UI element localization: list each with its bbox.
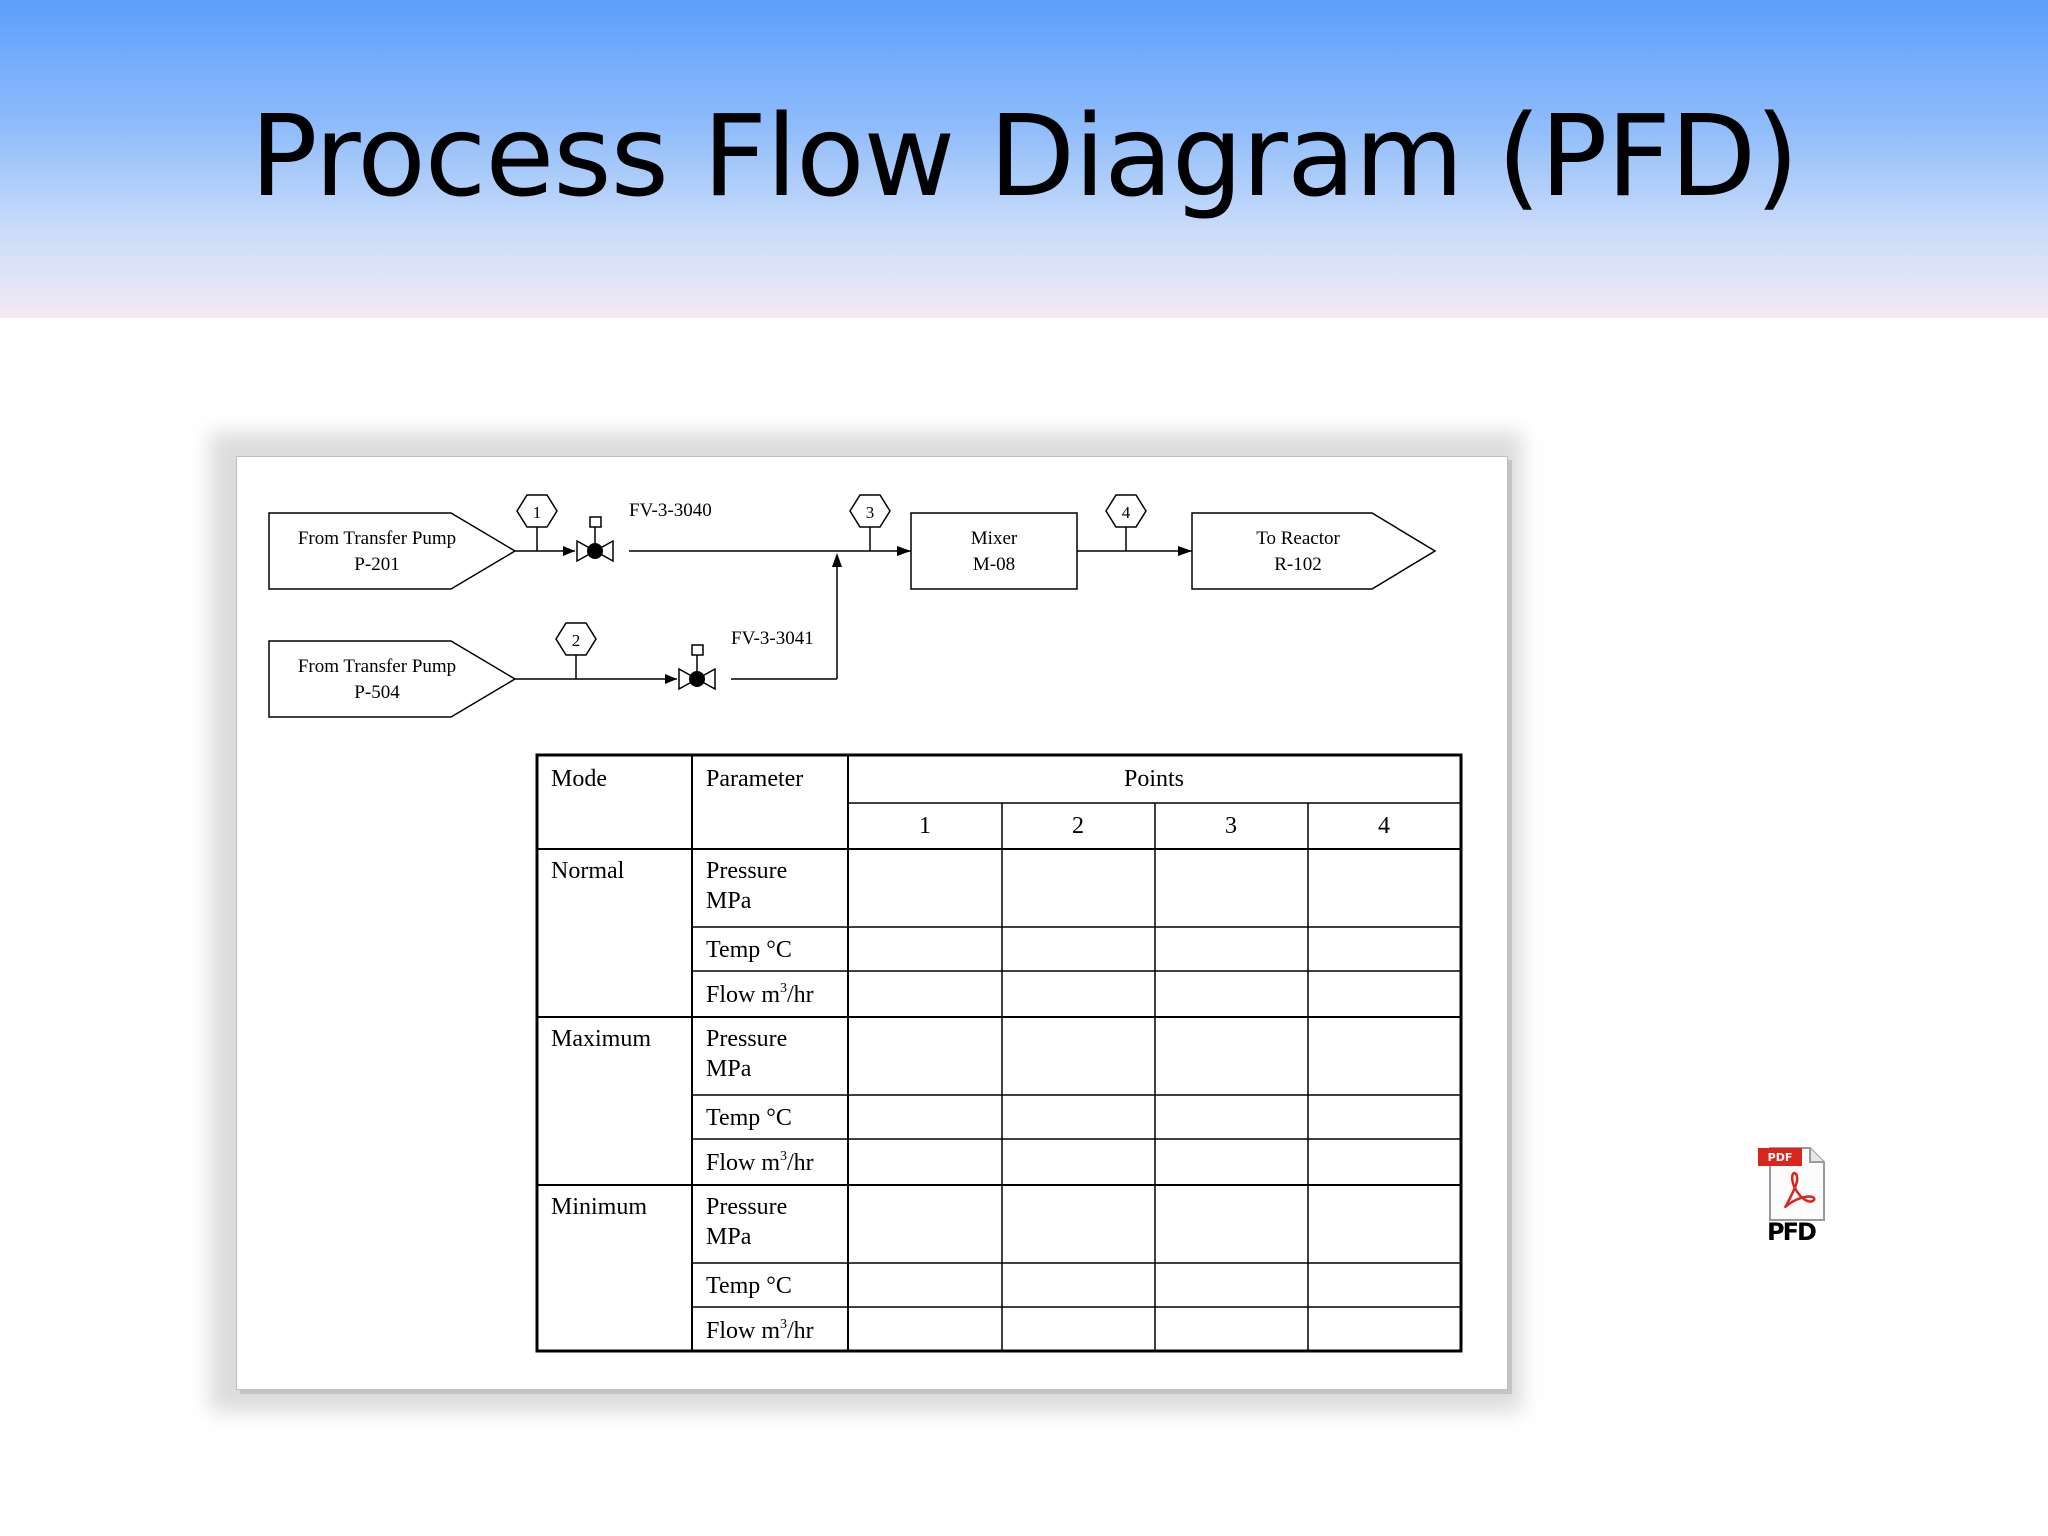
destination-label-line2: R-102 (1274, 554, 1322, 575)
arrowhead-merge (832, 553, 842, 567)
valve-fv3041-tag: FV-3-3041 (731, 628, 814, 649)
control-valve-fv3041-icon (678, 644, 716, 691)
destination-label-line1: To Reactor (1256, 528, 1340, 549)
source-p201-shape (268, 512, 517, 590)
param-temp: Temp °C (706, 937, 792, 963)
source-p504-label-line1: From Transfer Pump (298, 656, 456, 677)
param-flow: Flow m3/hr (706, 1317, 814, 1344)
table-header-mode: Mode (551, 766, 607, 792)
point-tag-2-label: 2 (572, 631, 581, 650)
param-temp: Temp °C (706, 1105, 792, 1131)
mixer-m08-box (910, 512, 1078, 590)
mixer-label-line2: M-08 (973, 554, 1015, 575)
destination-r102-shape (1191, 512, 1437, 590)
table-mode-minimum: Minimum (551, 1194, 647, 1220)
param-pressure-line1: Pressure (706, 1194, 787, 1220)
point-tag-4-label: 4 (1122, 503, 1131, 522)
param-pressure-line2: MPa (706, 888, 752, 914)
point-tag-3: 3 (849, 494, 891, 551)
point-tag-3-label: 3 (866, 503, 875, 522)
table-point-col-2: 2 (1072, 813, 1084, 839)
pdf-file-label[interactable]: PFD (1767, 1218, 1817, 1246)
pdf-file-icon[interactable]: PDF (1756, 1144, 1828, 1254)
point-tag-1-label: 1 (533, 503, 542, 522)
table-header-parameter: Parameter (706, 766, 803, 792)
pfd-figure: From Transfer Pump P-201 From Transfer P… (236, 456, 1508, 1390)
arrowhead (665, 674, 677, 684)
point-tag-1: 1 (516, 494, 558, 551)
param-pressure-line1: Pressure (706, 858, 787, 884)
source-p201-label-line1: From Transfer Pump (298, 528, 456, 549)
point-tag-4: 4 (1105, 494, 1147, 551)
table-mode-maximum: Maximum (551, 1026, 651, 1052)
title-banner (0, 0, 2048, 318)
source-p504-label-line2: P-504 (354, 682, 400, 703)
arrowhead (563, 546, 575, 556)
param-flow: Flow m3/hr (706, 981, 814, 1008)
control-valve-fv3040-icon (576, 516, 614, 563)
param-pressure-line2: MPa (706, 1224, 752, 1250)
pfd-drawing: From Transfer Pump P-201 From Transfer P… (268, 494, 1463, 1353)
point-tag-2: 2 (555, 622, 597, 679)
param-pressure-line1: Pressure (706, 1026, 787, 1052)
param-pressure-line2: MPa (706, 1056, 752, 1082)
table-header-points: Points (1124, 766, 1184, 792)
table-mode-normal: Normal (551, 858, 625, 884)
table-point-col-3: 3 (1225, 813, 1237, 839)
source-p201-label-line2: P-201 (354, 554, 399, 575)
param-flow: Flow m3/hr (706, 1149, 814, 1176)
table-point-col-1: 1 (919, 813, 931, 839)
table-point-col-4: 4 (1378, 813, 1390, 839)
param-temp: Temp °C (706, 1273, 792, 1299)
slide-title: Process Flow Diagram (PFD) (250, 92, 1799, 222)
stream-conditions-table (535, 753, 1463, 1353)
arrowhead-to-reactor (1178, 546, 1192, 556)
valve-fv3040-tag: FV-3-3040 (629, 500, 712, 521)
mixer-label-line1: Mixer (971, 528, 1018, 549)
arrowhead-to-mixer (897, 546, 911, 556)
pdf-badge: PDF (1768, 1151, 1793, 1164)
source-p504-shape (268, 640, 517, 718)
